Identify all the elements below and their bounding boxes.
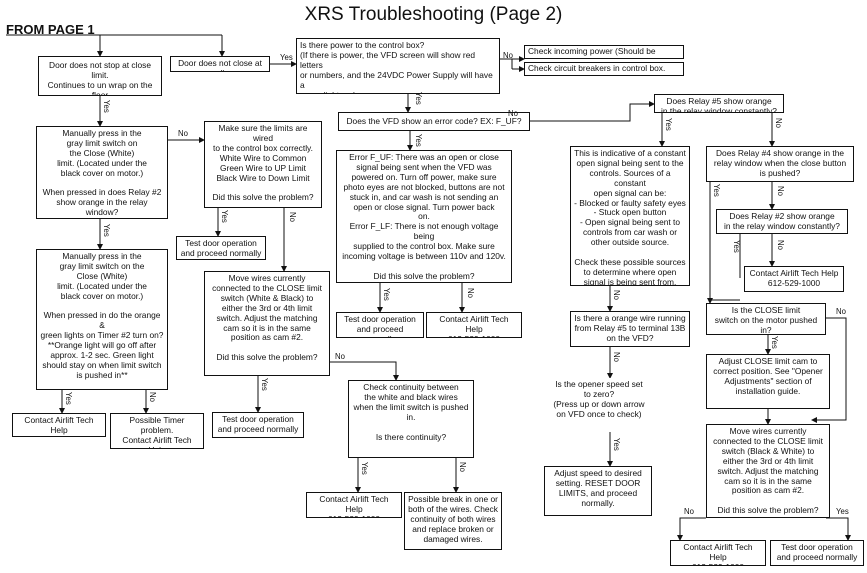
yes-label: Yes [770,336,779,349]
test-door-box-1: Test door operation and proceed normally [176,236,266,260]
no-label: No [503,51,513,60]
yes-label: Yes [414,92,423,105]
timer-problem-box: Possible Timer problem. Contact Airlift … [110,413,204,449]
adjust-speed-box: Adjust speed to desired setting. RESET D… [544,466,652,516]
yes-label: Yes [64,392,73,405]
yes-label: Yes [102,224,111,237]
contact-tech-box-5: Contact Airlift Tech Help 612-529-1000 [670,540,766,566]
no-label: No [776,186,785,196]
yes-label: Yes [712,184,721,197]
no-label: No [836,307,846,316]
test-door-box-2: Test door operation and proceed normally [212,412,304,438]
yes-label: Yes [612,438,621,451]
no-label: No [288,212,297,222]
close-limit-pushed-box: Is the CLOSE limit switch on the motor p… [706,303,826,335]
yes-label: Yes [836,507,849,516]
possible-break-box: Possible break in one or both of the wir… [404,492,502,550]
continuity-box: Check continuity between the white and b… [348,380,474,458]
no-label: No [776,240,785,250]
press-limit-relay2-box: Manually press in the gray limit switch … [36,126,168,219]
no-label: No [612,290,621,300]
yes-label: Yes [260,378,269,391]
no-label: No [148,392,157,402]
no-label: No [458,462,467,472]
test-door-box-3: Test door operation and proceed normally [336,312,424,338]
move-wires-box-2: Move wires currently connected to the CL… [706,424,830,518]
relay2-question-box: Does Relay #2 show orange in the relay w… [716,209,848,234]
yes-label: Yes [664,118,673,131]
speed-zero-box: Is the opener speed set to zero? (Press … [546,378,652,432]
test-door-box-4: Test door operation and proceed normally [770,540,864,566]
constant-open-signal-box: This is indicative of a constant open si… [570,146,690,286]
yes-label: Yes [280,53,293,62]
no-label: No [684,507,694,516]
press-limit-timer2-box: Manually press in the gray limit switch … [36,249,168,390]
no-label: No [178,129,188,138]
yes-label: Yes [220,210,229,223]
yes-label: Yes [414,134,423,147]
vfd-error-box: Does the VFD show an error code? EX: F_U… [338,112,530,131]
power-question-box: Is there power to the control box? (If t… [296,38,500,94]
relay4-question-box: Does Relay #4 show orange in the relay w… [706,146,854,182]
check-power-box: Check incoming power (Should be 120V) [524,45,684,59]
yes-label: Yes [360,462,369,475]
no-label: No [612,352,621,362]
contact-tech-box-4: Contact Airlift Tech Help 612-529-1000 [744,266,844,292]
relay5-question-box: Does Relay #5 show orange in the relay w… [654,94,784,113]
from-page-label: FROM PAGE 1 [6,22,95,37]
page-title: XRS Troubleshooting (Page 2) [304,4,563,25]
yes-label: Yes [102,100,111,113]
move-wires-box-1: Move wires currently connected to the CL… [204,271,330,376]
no-label: No [774,118,783,128]
contact-tech-box-1: Contact Airlift Tech Help 612-529-1000 [12,413,106,437]
error-explanation-box: Error F_UF: There was an open or close s… [336,150,512,283]
no-label: No [508,109,518,118]
door-not-close-box: Door does not close at all [170,56,270,72]
contact-tech-box-2: Contact Airlift Tech Help 612-529-1000 [426,312,522,338]
yes-label: Yes [732,240,741,253]
no-label: No [466,288,475,298]
no-label: No [335,352,345,361]
adjust-close-cam-box: Adjust CLOSE limit cam to correct positi… [706,354,830,409]
door-not-stop-box: Door does not stop at close limit. Conti… [38,56,162,96]
check-breakers-box: Check circuit breakers in control box. [524,62,684,76]
yes-label: Yes [382,288,391,301]
orange-wire-box: Is there a orange wire running from Rela… [570,311,690,347]
contact-tech-box-3: Contact Airlift Tech Help 612-529-1000 [306,492,402,518]
limits-wired-box: Make sure the limits are wired to the co… [204,121,322,208]
